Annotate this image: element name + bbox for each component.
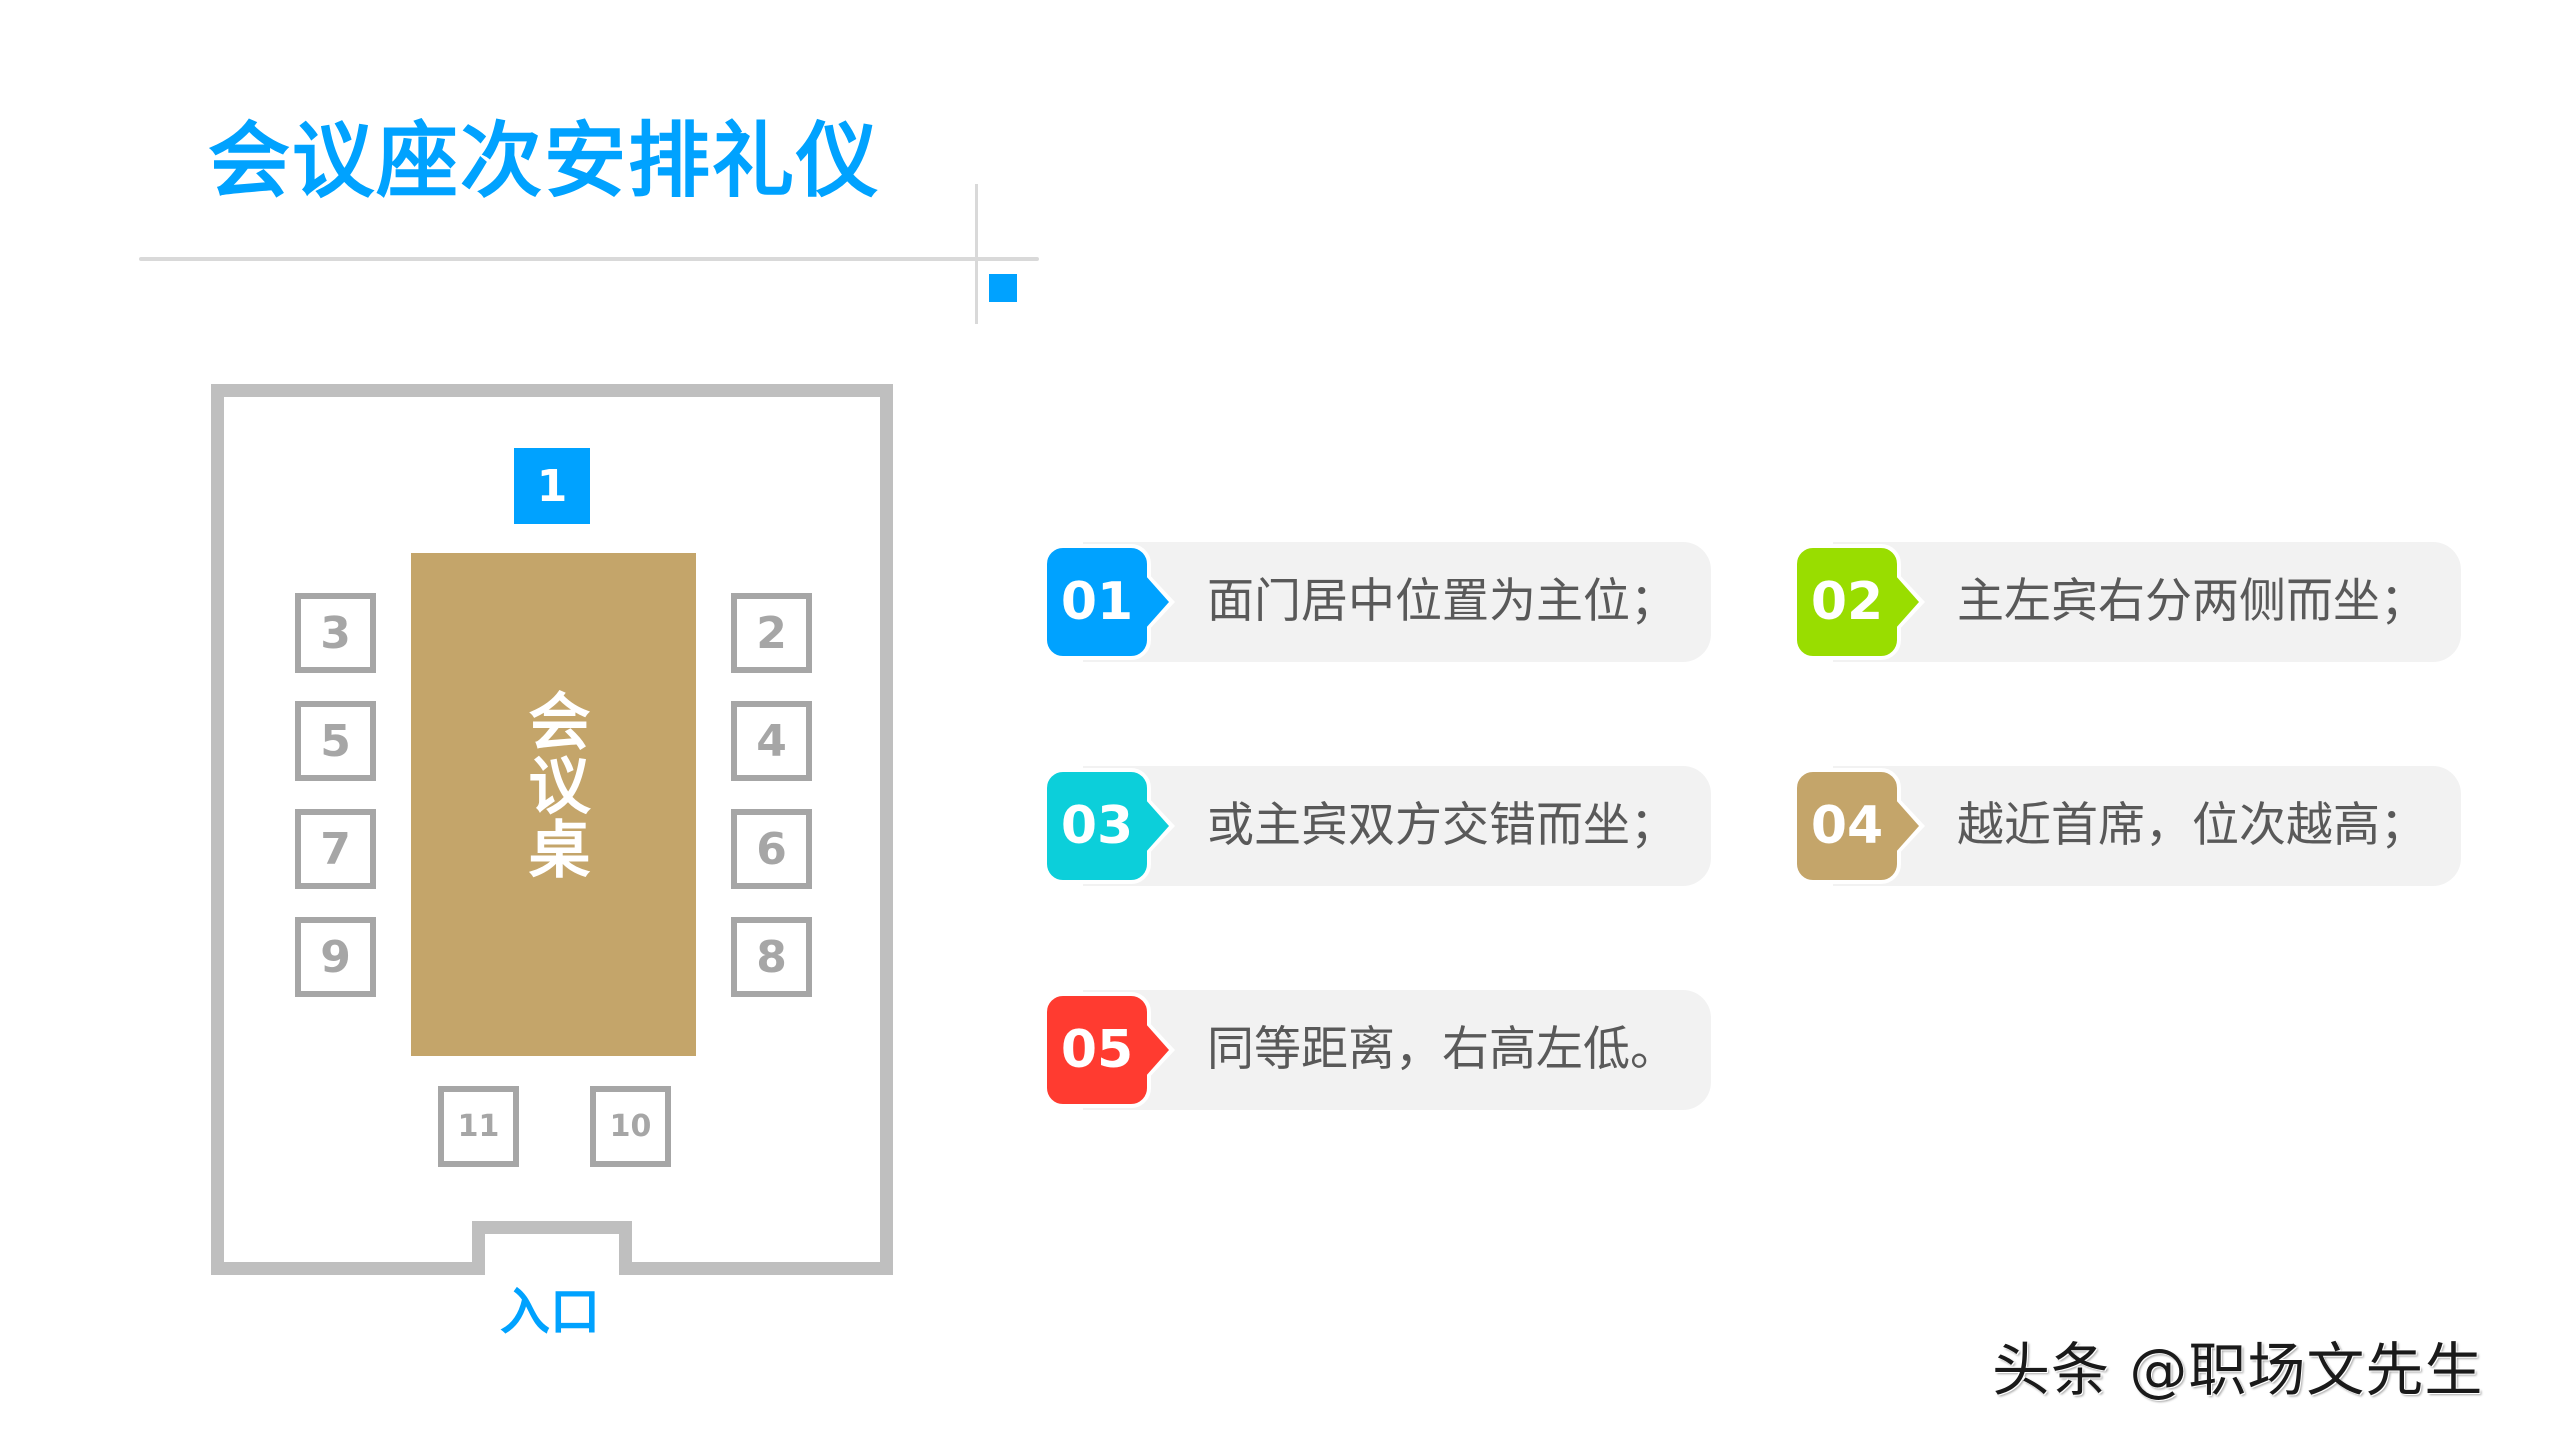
accent-square-icon [989,274,1017,302]
rule-card-02: 02 主左宾右分两侧而坐； [1793,542,2461,662]
rule-text: 或主宾双方交错而坐； [1207,798,1677,853]
seat-6: 6 [731,809,812,889]
rule-card-01: 01 面门居中位置为主位； [1043,542,1711,662]
rule-card-04: 04 越近首席，位次越高； [1793,766,2461,886]
rule-card-05: 05 同等距离，右高左低。 [1043,990,1711,1110]
rule-text: 越近首席，位次越高； [1957,798,2427,853]
seat-11: 11 [438,1086,519,1167]
rule-card-background [1083,542,1711,662]
rule-text: 同等距离，右高左低。 [1207,1022,1677,1077]
seat-7: 7 [295,809,376,889]
rule-number-badge: 04 [1793,768,1901,884]
door-opening [485,1234,619,1278]
pointer-arrow-icon [1145,575,1169,629]
door-frame-top [472,1221,632,1234]
seat-1-head: 1 [514,448,590,524]
seat-2: 2 [731,593,812,673]
conference-table: 会议桌 [411,553,696,1056]
seat-9: 9 [295,917,376,997]
rule-card-background [1083,766,1711,886]
entrance-label: 入口 [500,1283,600,1341]
watermark: 头条 @职场文先生 [1992,1336,2484,1404]
rule-number-badge: 05 [1043,992,1151,1108]
rule-number-badge: 01 [1043,544,1151,660]
pointer-arrow-icon [1145,1023,1169,1077]
rule-card-background [1833,542,2461,662]
seat-4: 4 [731,701,812,781]
rule-text: 面门居中位置为主位； [1207,574,1677,629]
door-frame-left [472,1221,485,1275]
rule-card-background [1833,766,2461,886]
seat-8: 8 [731,917,812,997]
door-frame-right [619,1221,632,1275]
title-divider-horizontal [139,257,1039,261]
seat-5: 5 [295,701,376,781]
pointer-arrow-icon [1895,799,1919,853]
rule-number-badge: 03 [1043,768,1151,884]
rule-card-03: 03 或主宾双方交错而坐； [1043,766,1711,886]
seat-10: 10 [590,1086,671,1167]
rule-card-background [1083,990,1711,1110]
seat-3: 3 [295,593,376,673]
page-title: 会议座次安排礼仪 [208,114,881,209]
title-divider-vertical [975,184,978,324]
rule-number-badge: 02 [1793,544,1901,660]
pointer-arrow-icon [1895,575,1919,629]
rule-text: 主左宾右分两侧而坐； [1957,574,2427,629]
conference-table-label: 会议桌 [517,688,591,881]
pointer-arrow-icon [1145,799,1169,853]
